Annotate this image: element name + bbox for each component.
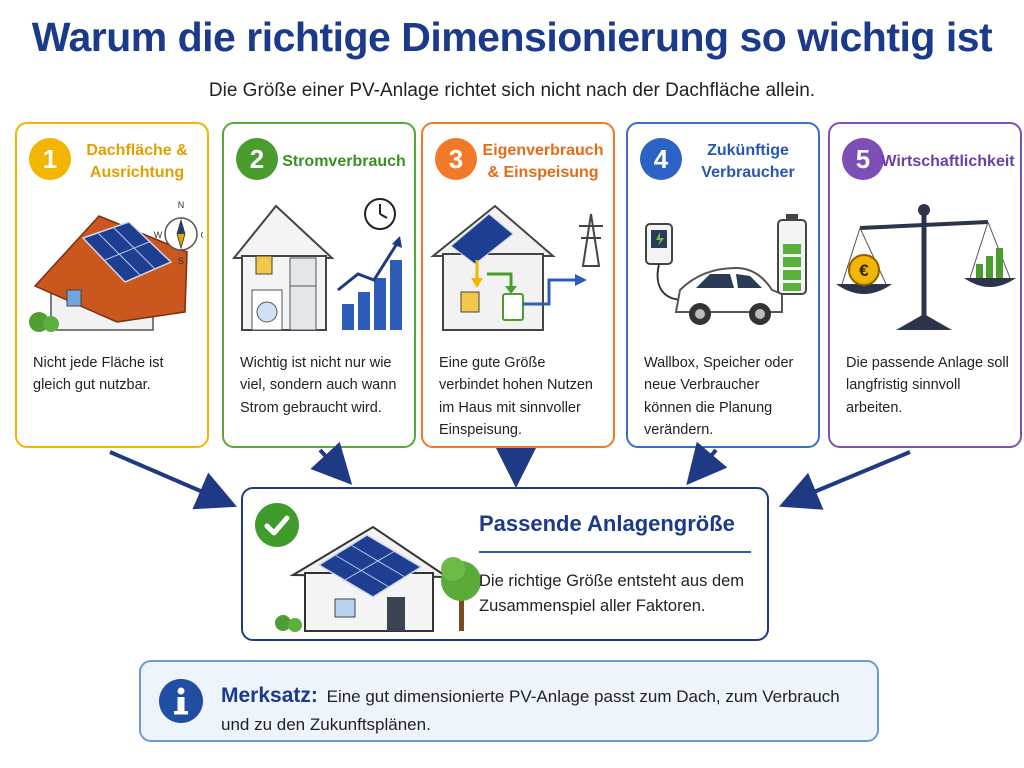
step-number-badge: 2	[236, 138, 278, 180]
card-description: Die passende Anlage soll langfristig sin…	[846, 355, 1009, 416]
check-house-icon	[275, 525, 481, 632]
card-title: Wirtschaftlichkeit	[881, 153, 1015, 171]
page-subtitle: Die Größe einer PV-Anlage richtet sich n…	[208, 80, 816, 101]
arrow-from-card-2	[310, 441, 353, 485]
card-description: Wichtig ist nicht nur wie viel, sondern …	[240, 355, 397, 416]
compass-east-label: O	[200, 230, 203, 240]
flow-arrows	[109, 441, 911, 510]
factor-card-consumption: 2 Stromverbrauch Wichtig ist nicht nur w…	[222, 122, 416, 448]
house-appliances-chart-icon	[231, 198, 402, 331]
result-title: Passende Anlagengröße	[479, 511, 735, 536]
card-description: Eine gute Größe verbindet hohen Nutzen i…	[439, 355, 593, 439]
card-description: Wallbox, Speicher oder neue Verbraucher …	[644, 355, 794, 439]
result-description: Die richtige Größe entsteht aus dem Zusa…	[479, 572, 745, 615]
euro-symbol: €	[859, 261, 869, 280]
note-text: Eine gut dimensionierte PV-Anlage passt …	[221, 687, 840, 734]
info-icon	[159, 679, 203, 723]
arrow-from-card-5	[778, 450, 911, 510]
step-number-badge: 1	[29, 138, 71, 180]
compass-south-label: S	[178, 256, 184, 266]
step-number-badge: 3	[435, 138, 477, 180]
card-description: Nicht jede Fläche ist gleich gut nutzbar…	[33, 355, 164, 394]
divider	[479, 551, 751, 553]
factor-card-self-consumption: 3 Eigenverbrauch & Einspeisung Eine gute…	[421, 122, 615, 448]
arrow-from-card-4	[686, 441, 728, 486]
balance-scale-euro-icon: €	[836, 204, 1016, 330]
compass-west-label: W	[154, 230, 163, 240]
card-title: Eigenverbrauch & Einspeisung	[482, 142, 604, 181]
result-box: Passende Anlagengröße Die richtige Größe…	[241, 487, 769, 641]
ev-wallbox-battery-icon	[645, 214, 807, 325]
card-title: Dachfläche & Ausrichtung	[86, 142, 188, 181]
note-label: Merksatz:	[221, 684, 318, 707]
step-number-badge: 5	[842, 138, 884, 180]
factor-card-roof: 1 Dachfläche & Ausrichtung N S W O Nicht…	[15, 122, 209, 448]
compass-north-label: N	[178, 200, 185, 210]
check-icon	[255, 503, 299, 547]
note-text-block: Merksatz: Eine gut dimensionierte PV-Anl…	[221, 680, 861, 737]
energy-flow-grid-icon	[430, 204, 603, 331]
key-takeaway-box: Merksatz: Eine gut dimensionierte PV-Anl…	[139, 660, 879, 742]
card-title: Stromverbrauch	[282, 153, 406, 171]
roof-orientation-compass-icon: N S W O	[29, 200, 203, 332]
card-title: Zukünftige Verbraucher	[701, 142, 795, 181]
page-title: Warum die richtige Dimensionierung so wi…	[31, 14, 993, 60]
arrow-from-card-1	[109, 450, 238, 510]
step-number-badge: 4	[640, 138, 682, 180]
factor-card-economics: 5 Wirtschaftlichkeit € Die passende Anla…	[828, 122, 1022, 448]
factor-card-future-consumers: 4 Zukünftige Verbraucher Wallbox, Speich…	[626, 122, 820, 448]
